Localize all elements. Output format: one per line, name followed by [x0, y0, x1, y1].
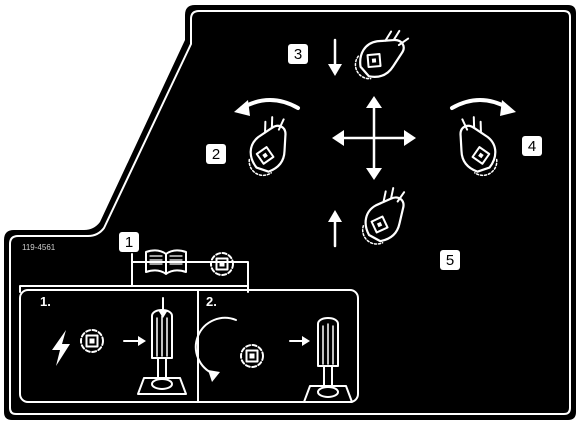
callout-1-number: 1: [125, 234, 133, 251]
callout-2-number: 2: [212, 146, 220, 163]
decal-body: [4, 5, 576, 420]
callout-5-number: 5: [446, 252, 454, 269]
callout-4-number: 4: [528, 138, 536, 155]
callout-3-number: 3: [294, 46, 302, 63]
step-2-label: 2.: [206, 294, 217, 309]
step-1-label: 1.: [40, 294, 51, 309]
part-number: 119-4561: [22, 243, 56, 252]
